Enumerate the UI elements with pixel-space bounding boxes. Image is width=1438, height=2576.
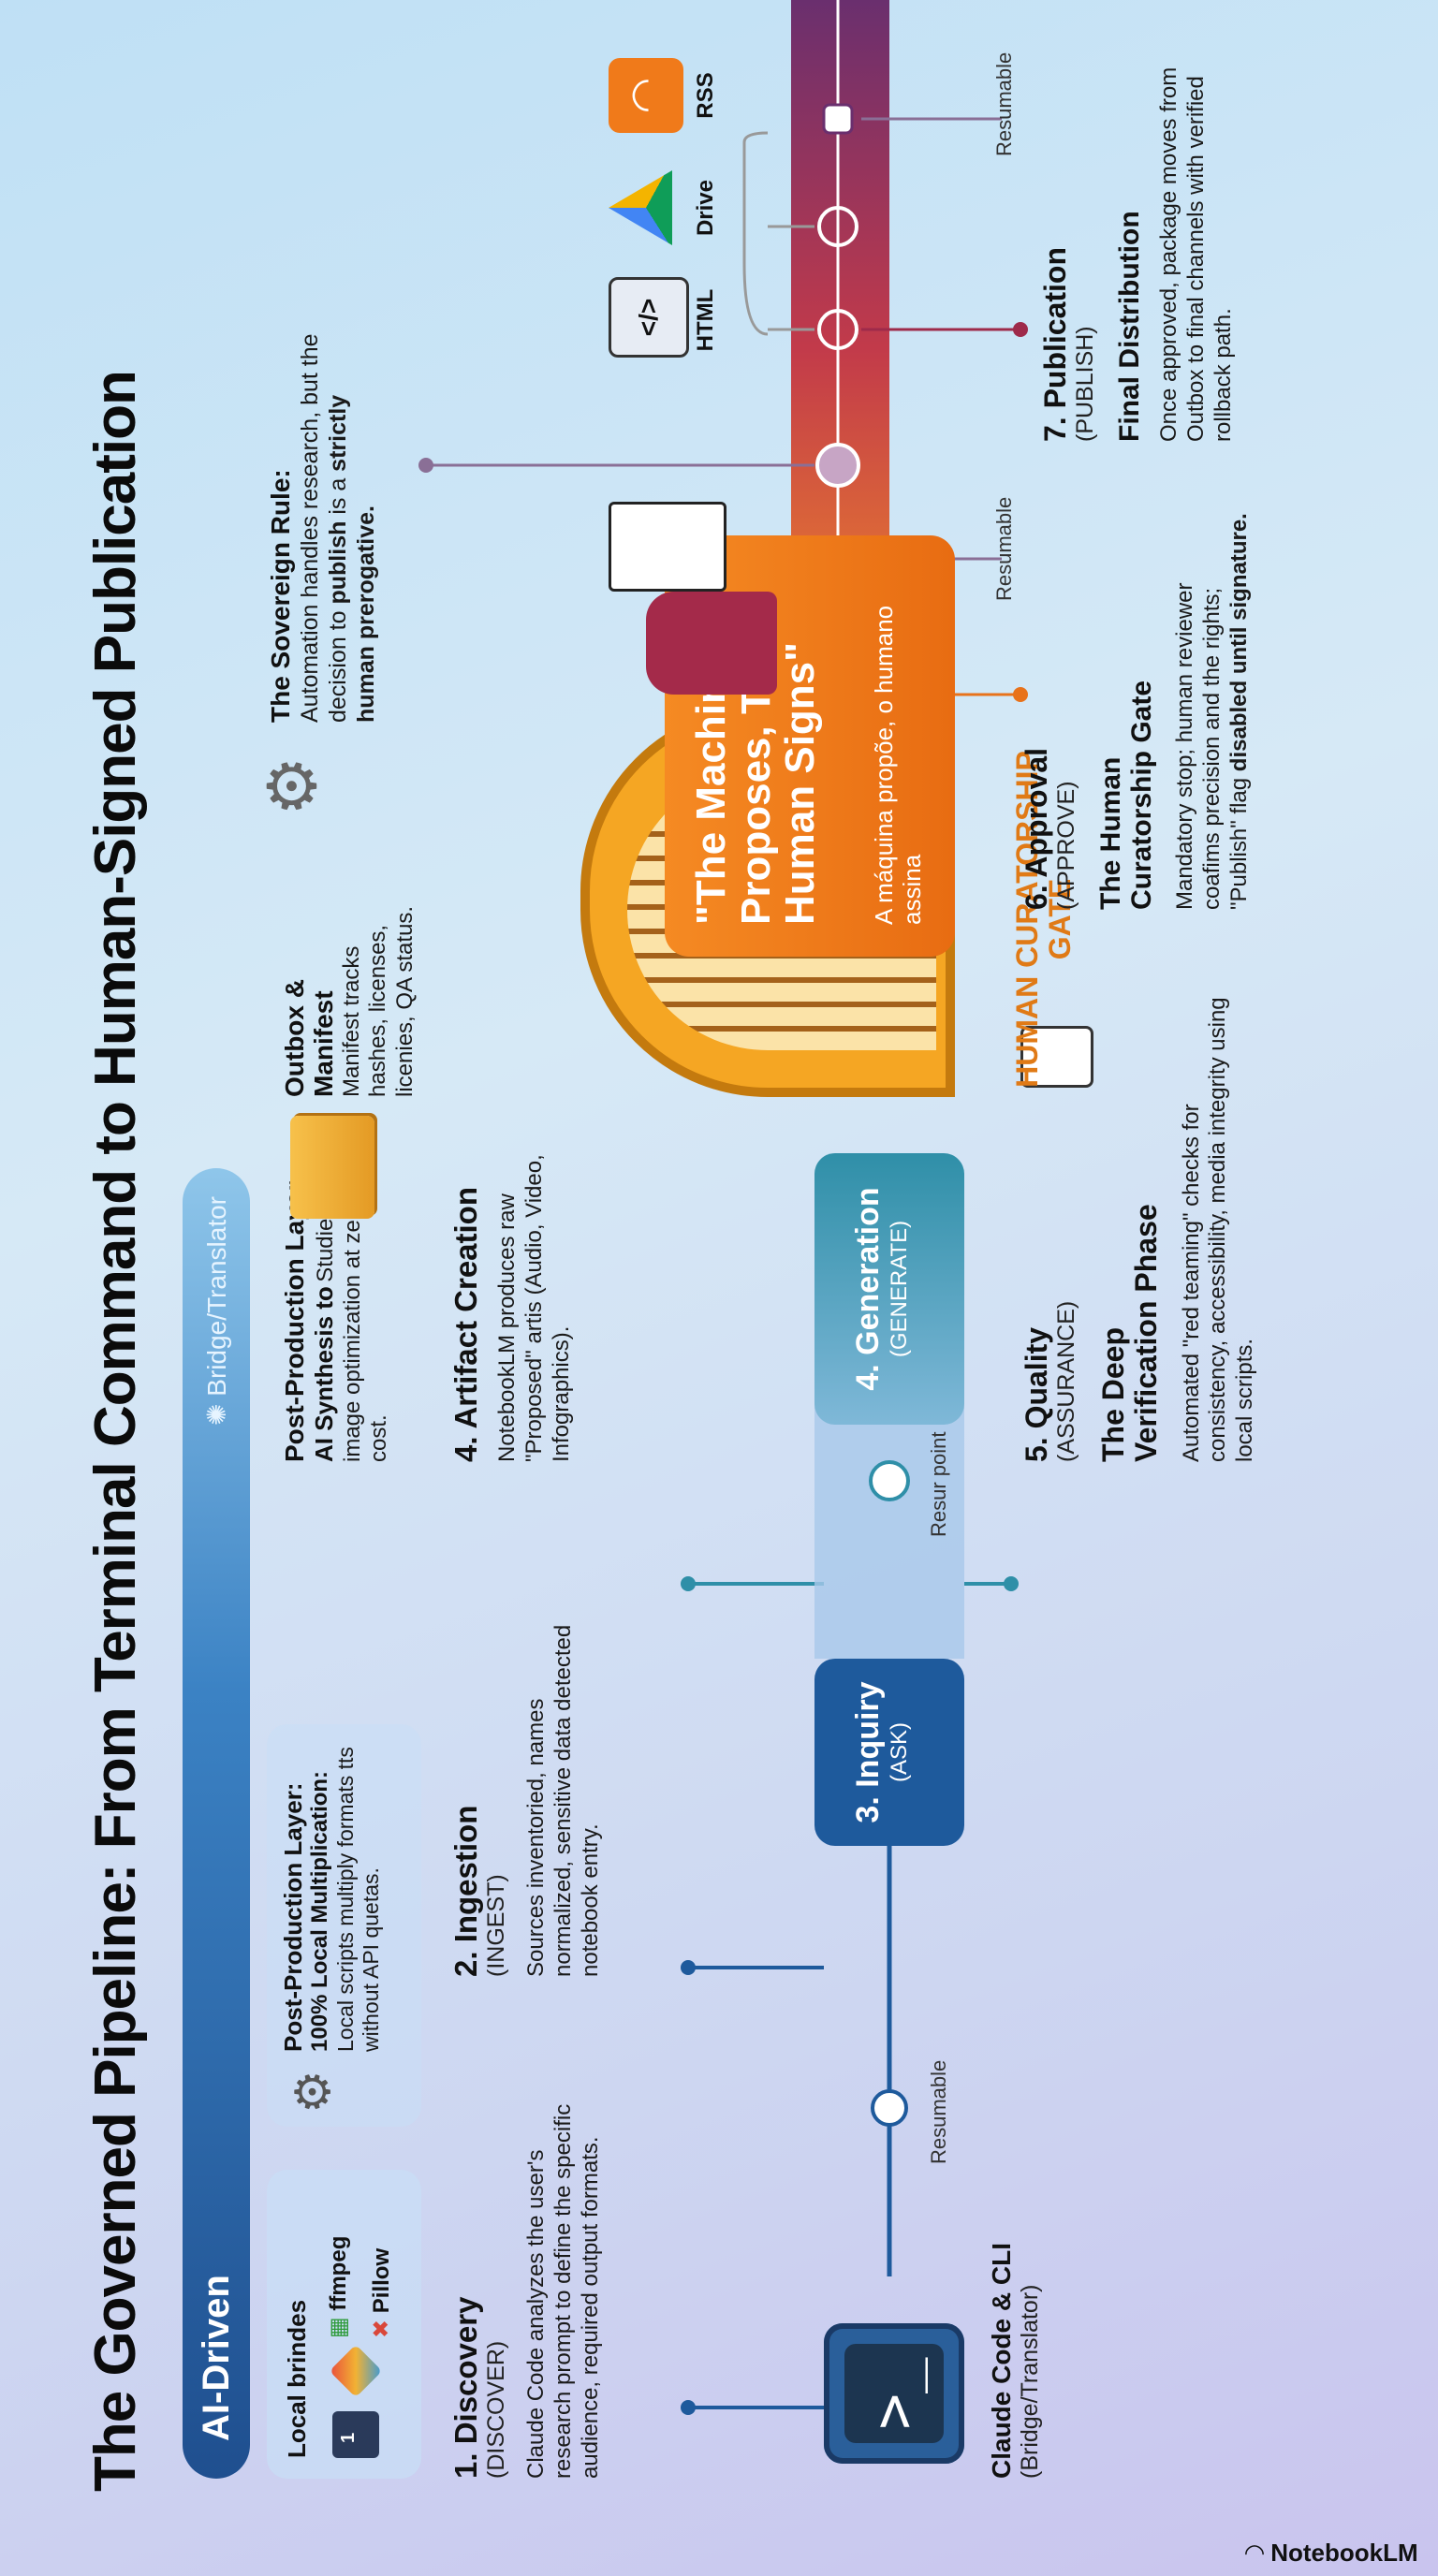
resumable-marker [869, 1460, 910, 1501]
claude-block: Claude Code & CLI (Bridge/Translator) [987, 2242, 1043, 2479]
resumable-marker [871, 2089, 908, 2127]
node-generation: 4. Generation (GENERATE) [814, 1153, 964, 1425]
resumable-label: Resumable [992, 496, 1016, 601]
connector-dot [1013, 687, 1028, 702]
step-publication: 7. Publication (PUBLISH) Final Distribut… [1038, 66, 1236, 442]
resume-point-label: Resur point [927, 1431, 950, 1537]
track-node [817, 206, 858, 247]
connector-dot [681, 2400, 696, 2415]
connector-dot [681, 1960, 696, 1975]
track-node [817, 309, 858, 350]
channels: </> ◠ HTML Drive RSS [599, 21, 730, 395]
channels-brace [742, 131, 814, 336]
resumable-label: Resumable [992, 51, 1016, 156]
connector-dot [1013, 322, 1028, 337]
resumable-label: Resumable [927, 2059, 950, 2164]
connector-dot [1004, 1576, 1019, 1591]
drive-icon [609, 170, 683, 245]
brand-watermark: ◠ NotebookLM [1245, 2539, 1418, 2567]
terminal-icon: >_ [824, 2323, 964, 2464]
step-approval: 6. Approval (APPROVE) The Human Curators… [1020, 513, 1252, 910]
connector-dot [681, 1576, 696, 1591]
resumable-marker [822, 103, 854, 135]
rss-icon: ◠ [609, 58, 683, 133]
notebooklm-icon: ◠ [1245, 2539, 1264, 2567]
connector-dot [418, 458, 433, 473]
html-icon: </> [609, 277, 689, 358]
human-signing-illustration [590, 489, 786, 713]
node-inquiry: 3. Inquiry (ASK) [814, 1659, 964, 1846]
track-node [815, 443, 860, 488]
